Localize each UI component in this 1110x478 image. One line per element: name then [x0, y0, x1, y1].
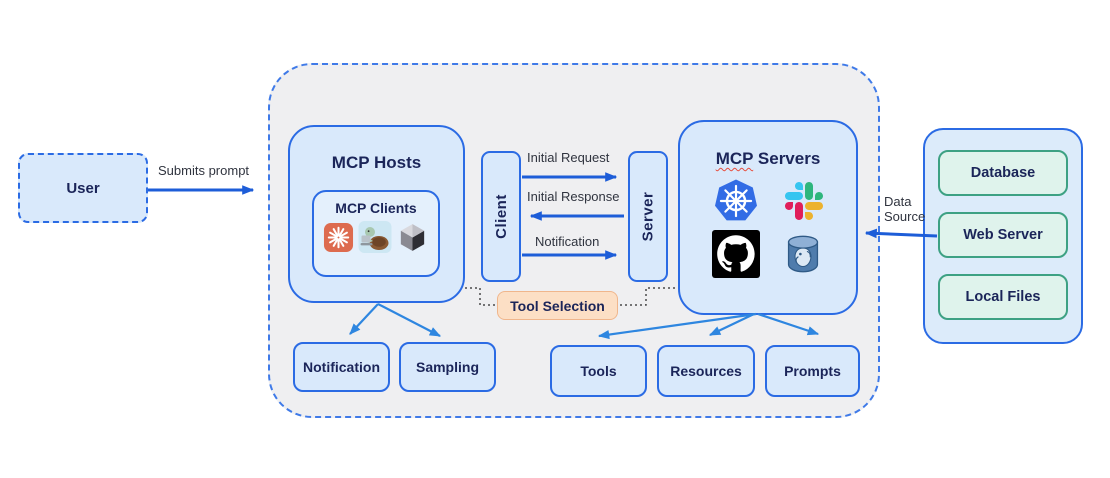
sampling-node: Sampling — [399, 342, 496, 392]
prompts-node: Prompts — [765, 345, 860, 397]
local-files-node: Local Files — [938, 274, 1068, 320]
resources-node: Resources — [657, 345, 755, 397]
github-icon — [712, 230, 760, 278]
initial-response-label: Initial Response — [527, 189, 620, 204]
notification-flow-label: Notification — [535, 234, 600, 249]
web-server-label: Web Server — [963, 227, 1043, 243]
data-source-label: Data Source — [884, 194, 930, 224]
web-server-node: Web Server — [938, 212, 1068, 258]
notification-node: Notification — [293, 342, 390, 392]
mcp-servers-node: MCP Servers — [678, 120, 858, 315]
claude-starburst-icon — [323, 222, 354, 252]
initial-request-label: Initial Request — [527, 150, 610, 165]
user-node: User — [18, 153, 148, 223]
turtle-developer-icon — [358, 221, 392, 253]
mcp-hosts-title: MCP Hosts — [331, 153, 422, 172]
data-source-line1: Data — [884, 194, 912, 209]
data-source-line2: Source — [884, 209, 926, 224]
submits-prompt-label: Submits prompt — [158, 163, 250, 178]
prompts-label: Prompts — [784, 363, 841, 379]
mcp-servers-title-mcp: MCP — [715, 149, 754, 168]
cursor-cube-icon — [400, 223, 425, 251]
client-label: Client — [492, 194, 510, 239]
slack-icon — [785, 182, 823, 220]
notification-label: Notification — [303, 359, 380, 375]
client-node: Client — [481, 151, 521, 282]
local-files-label: Local Files — [965, 289, 1041, 305]
mcp-servers-icons-row1 — [713, 178, 823, 224]
server-node: Server — [628, 151, 668, 282]
mcp-clients-icons — [323, 219, 429, 255]
mcp-servers-icons-row2 — [712, 230, 824, 278]
sampling-label: Sampling — [415, 359, 479, 375]
mcp-clients-title: MCP Clients — [335, 200, 417, 216]
postgresql-icon — [787, 235, 819, 273]
mcp-servers-title-servers: Servers — [753, 149, 821, 168]
tool-selection-badge: Tool Selection — [497, 291, 618, 320]
mcp-clients-node: MCP Clients — [312, 190, 440, 277]
kubernetes-icon — [715, 179, 757, 221]
tools-label: Tools — [580, 363, 617, 379]
server-label: Server — [639, 191, 657, 242]
tools-node: Tools — [550, 345, 647, 397]
database-node: Database — [938, 150, 1068, 196]
resources-label: Resources — [670, 363, 742, 379]
database-label: Database — [970, 165, 1036, 181]
mcp-servers-title: MCP Servers — [716, 149, 821, 169]
user-label: User — [66, 179, 100, 197]
